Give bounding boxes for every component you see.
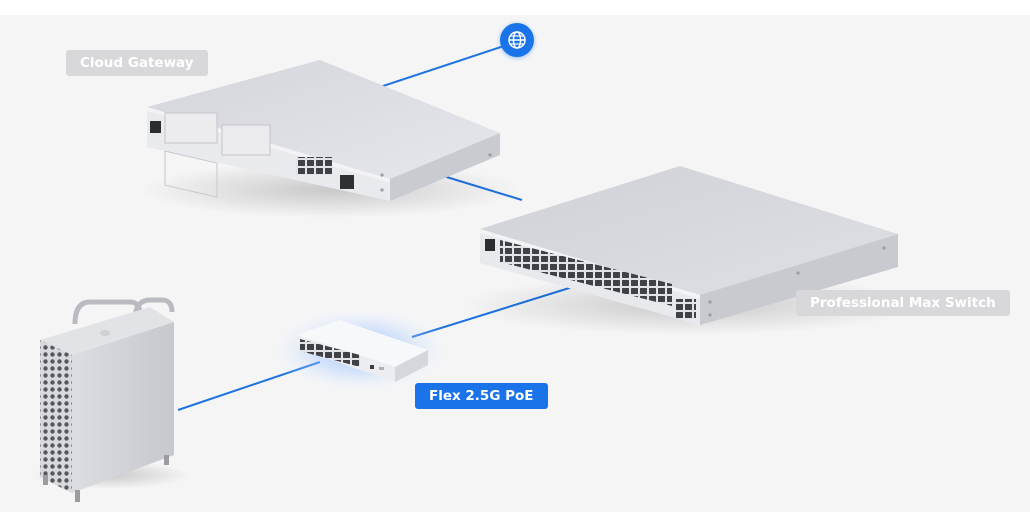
professional-max-switch-device: [460, 166, 920, 335]
professional-max-switch-label: Professional Max Switch: [796, 290, 1010, 316]
flex-poe-device: [265, 305, 455, 395]
network-diagram: Cloud Gateway Professional Max Switch Fl…: [0, 15, 1030, 512]
line-internet-gateway: [376, 41, 517, 89]
mac-pro-device: [30, 297, 190, 502]
cloud-gateway-device: [140, 60, 520, 218]
cloud-gateway-label: Cloud Gateway: [66, 50, 208, 76]
diagram-scene: [30, 41, 920, 502]
globe-icon: [508, 31, 526, 49]
flex-poe-label: Flex 2.5G PoE: [415, 383, 548, 409]
internet-node: [500, 23, 534, 57]
